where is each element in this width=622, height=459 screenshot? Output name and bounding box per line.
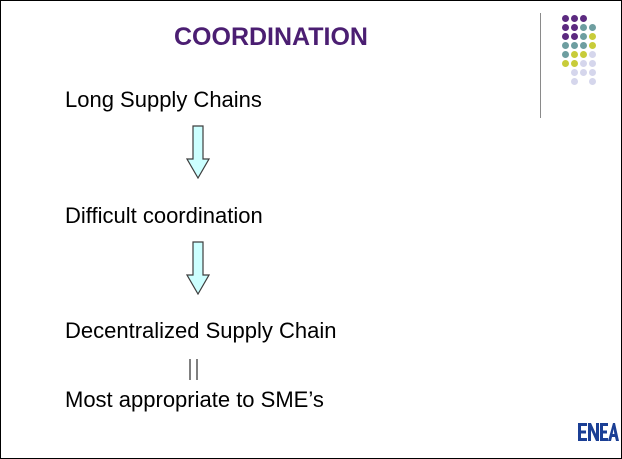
decorative-dot <box>589 51 596 58</box>
decorative-dot <box>580 15 587 22</box>
decorative-dot <box>580 24 587 31</box>
decorative-dot <box>562 42 569 49</box>
text-line-decentralized-supply-chain: Decentralized Supply Chain <box>65 318 337 343</box>
decorative-dot <box>580 51 587 58</box>
decorative-dot <box>580 33 587 40</box>
decorative-dot <box>571 69 578 76</box>
decorative-dot <box>562 15 569 22</box>
decorative-dot <box>589 69 596 76</box>
decorative-dot <box>589 60 596 67</box>
decorative-dot <box>589 33 596 40</box>
decorative-dot <box>571 60 578 67</box>
down-arrow-icon <box>186 241 210 295</box>
decorative-dot <box>580 60 587 67</box>
decorative-dot <box>589 42 596 49</box>
down-arrow-icon <box>186 125 210 179</box>
decorative-dot <box>589 24 596 31</box>
text-line-long-supply-chains: Long Supply Chains <box>65 87 262 112</box>
double-bar-icon <box>189 359 198 380</box>
decorative-dot <box>580 69 587 76</box>
decorative-dot <box>580 42 587 49</box>
enea-logo-icon <box>578 423 619 441</box>
slide-title: COORDINATION <box>174 23 368 51</box>
decorative-dot <box>571 51 578 58</box>
decorative-dot <box>571 42 578 49</box>
decorative-dot <box>571 78 578 85</box>
decorative-dot <box>562 33 569 40</box>
text-line-difficult-coordination: Difficult coordination <box>65 203 263 228</box>
text-line-most-appropriate: Most appropriate to SME’s <box>65 387 324 412</box>
dot-grid-icon <box>554 13 600 105</box>
decorative-dot <box>562 24 569 31</box>
decorative-divider <box>540 13 541 118</box>
decorative-dot <box>589 78 596 85</box>
decorative-dot <box>571 33 578 40</box>
decorative-dot <box>562 51 569 58</box>
decorative-dot <box>571 15 578 22</box>
decorative-dot <box>571 24 578 31</box>
decorative-dot <box>562 60 569 67</box>
